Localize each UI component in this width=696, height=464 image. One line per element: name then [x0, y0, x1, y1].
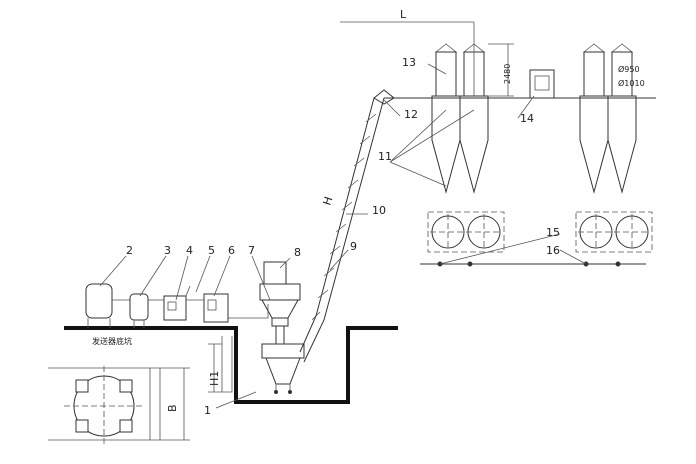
label-11: 11	[378, 150, 392, 163]
dryer-3	[129, 293, 164, 328]
pit-plan-view: B	[48, 366, 190, 446]
label-6: 6	[228, 244, 235, 257]
dim-2480-group: 2480	[488, 43, 514, 97]
label-14: 14	[520, 112, 534, 125]
pit-label: 发送器底坑	[92, 336, 132, 346]
label-8: 8	[294, 246, 301, 259]
label-3: 3	[164, 244, 171, 257]
silo-plan-right	[575, 211, 653, 253]
control-cabinet-6	[203, 293, 269, 323]
dim-1010: Ø1010	[618, 78, 645, 88]
label-10: 10	[372, 204, 386, 217]
silo-4	[607, 43, 637, 194]
label-13: 13	[402, 56, 416, 69]
dim-L-group: L	[340, 8, 475, 96]
label-1: 1	[204, 404, 211, 417]
dim-950: Ø950	[618, 64, 640, 74]
conveying-pipe: H	[299, 89, 395, 363]
label-7: 7	[248, 244, 255, 257]
label-12: 12	[404, 108, 418, 121]
number-labels: 2 3 4 5 6 7 8 9 10 11 12 13 14 15 16 1	[126, 56, 560, 417]
feed-hopper-8	[259, 261, 301, 344]
label-16: 16	[546, 244, 560, 257]
dim-2480: 2480	[503, 64, 512, 84]
control-box-14	[529, 69, 555, 99]
dim-H1-group: H1	[208, 343, 222, 393]
label-5: 5	[208, 244, 215, 257]
label-15: 15	[546, 226, 560, 239]
pump-sender-1	[261, 343, 305, 394]
leader-lines	[99, 63, 587, 409]
dim-L: L	[400, 8, 407, 21]
plan-pipe	[420, 261, 646, 267]
label-2: 2	[126, 244, 133, 257]
dim-B: B	[166, 404, 179, 412]
dim-H: H	[320, 195, 335, 207]
label-9: 9	[350, 240, 357, 253]
label-4: 4	[186, 244, 193, 257]
filter-4	[163, 285, 204, 321]
silo-3	[579, 43, 609, 194]
silo-1	[431, 43, 461, 194]
dim-H1: H1	[208, 371, 221, 386]
air-tank-2	[85, 283, 130, 328]
ground-and-pit: 发送器底坑	[64, 326, 398, 404]
silo-plan-left	[427, 211, 505, 253]
